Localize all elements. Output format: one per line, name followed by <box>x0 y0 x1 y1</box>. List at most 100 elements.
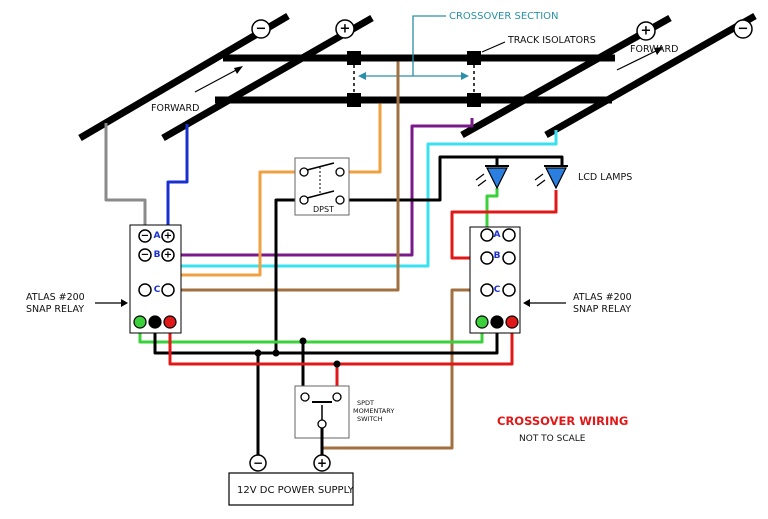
right-relay-b-right <box>502 251 516 265</box>
dpst-contact <box>335 167 345 177</box>
diagram-title-block: CROSSOVER WIRING NOT TO SCALE <box>497 414 628 444</box>
right-minus-circle <box>733 19 753 39</box>
forward-right-arrowhead-icon <box>654 47 663 55</box>
track-rails <box>78 12 757 142</box>
left-relay-a-plus <box>161 229 175 243</box>
junction-dot <box>376 96 384 104</box>
green-wire <box>138 322 484 344</box>
crossover-section-marker: CROSSOVER SECTION <box>358 11 559 80</box>
lcd-lamps-label: LCD LAMPS <box>578 172 632 183</box>
purple-wire <box>168 118 474 257</box>
left-relay-a-minus <box>138 229 152 243</box>
brown-wire-crossover <box>168 58 400 292</box>
left-plus-circle <box>335 19 355 39</box>
spdt-contact-right <box>332 392 342 402</box>
power-supply-plus <box>313 454 331 472</box>
right-relay-red-terminal <box>505 315 519 329</box>
blue-wire <box>166 124 189 232</box>
right-relay-c-right <box>502 283 516 297</box>
left-minus-circle <box>251 19 271 39</box>
spdt-contact-common <box>317 419 327 429</box>
right-relay-c-left <box>480 283 494 297</box>
dpst-contact <box>299 167 309 177</box>
left-relay-pointer-arrowhead <box>121 299 128 307</box>
crossover-leader-line <box>412 15 446 76</box>
red-wire <box>168 322 514 366</box>
dpst-contact <box>299 195 309 205</box>
isolator-lower-left <box>347 93 361 107</box>
diagram-subtitle: NOT TO SCALE <box>519 434 586 444</box>
right-relay-pointer-arrowhead <box>523 299 530 307</box>
junction-dot <box>299 337 307 345</box>
black-wire-dpst-right <box>345 155 564 202</box>
lcd-lamps: LCD LAMPS <box>475 165 632 190</box>
forward-left: FORWARD <box>151 66 243 114</box>
power-supply: 12V DC POWER SUPPLY − + <box>228 454 355 506</box>
right-rail-minus <box>544 12 757 139</box>
crossover-section-label: CROSSOVER SECTION <box>449 11 559 22</box>
isolator-upper-right <box>467 51 481 65</box>
power-supply-minus <box>249 454 267 472</box>
isolator-lower-right <box>467 93 481 107</box>
led-1-ray-2 <box>477 179 487 187</box>
track-isolators-leader <box>481 41 506 53</box>
led-1-icon <box>486 167 508 190</box>
led-2-ray-2 <box>536 179 546 187</box>
left-relay-green-terminal <box>133 315 147 329</box>
track-isolators-label: TRACK ISOLATORS <box>507 35 596 46</box>
track-isolators <box>347 51 481 107</box>
dpst-contact <box>335 195 345 205</box>
left-relay-c-label: C <box>154 285 161 295</box>
right-minus-symbol: − <box>738 22 749 37</box>
left-relay-c-right <box>161 283 175 297</box>
left-relay-red-terminal <box>163 315 177 329</box>
right-relay-c-label: C <box>494 285 501 295</box>
right-relay-b-label: B <box>494 251 501 261</box>
left-snap-relay: − A + − B + C <box>129 224 182 334</box>
left-relay-c-left <box>138 283 152 297</box>
right-relay-b-left <box>480 251 494 265</box>
left-relay-b-plus <box>161 248 175 262</box>
right-plus-circle <box>636 21 656 41</box>
forward-left-label: FORWARD <box>151 103 199 114</box>
dpst-label: DPST <box>313 205 334 214</box>
spdt-momentary-switch: SPDT MOMENTARY SWITCH <box>294 385 394 458</box>
crossover-arrowhead-right <box>461 72 469 80</box>
right-rail-plus <box>460 14 672 139</box>
right-relay-a-right <box>502 228 516 242</box>
left-minus-symbol: − <box>256 22 267 37</box>
junction-dot <box>333 360 341 368</box>
gray-wire <box>104 123 147 232</box>
power-supply-box <box>228 472 354 506</box>
led-2-icon <box>545 167 567 190</box>
spdt-label-line2: MOMENTARY <box>353 407 394 415</box>
forward-left-arrow-icon <box>194 67 241 93</box>
left-rail-plus <box>161 14 374 142</box>
red-wire-led <box>450 190 558 260</box>
dpst-blade-upper <box>306 162 335 171</box>
forward-right: FORWARD <box>616 44 678 71</box>
left-relay-black-terminal <box>148 315 162 329</box>
right-relay-black-terminal <box>490 315 504 329</box>
led-2-ray-1 <box>534 173 544 181</box>
left-relay-a-minus-symbol: − <box>141 231 149 242</box>
junction-dot <box>272 349 280 357</box>
power-supply-plus-symbol: + <box>317 456 327 470</box>
isolator-upper-left <box>347 51 361 65</box>
led-1-ray-1 <box>475 173 485 181</box>
black-wire-dpst-left <box>274 198 298 353</box>
left-relay-label-line2: SNAP RELAY <box>26 304 84 315</box>
left-rail-minus <box>78 12 290 142</box>
left-relay-label-line1: ATLAS #200 <box>26 292 85 303</box>
power-supply-label: 12V DC POWER SUPPLY <box>237 485 355 496</box>
right-relay-body <box>469 226 521 334</box>
forward-left-arrowhead-icon <box>234 66 243 74</box>
orange-wire-upper <box>345 100 382 174</box>
left-relay-b-minus-symbol: − <box>141 250 149 261</box>
forward-right-label: FORWARD <box>630 44 678 55</box>
right-snap-relay: A B C <box>469 226 521 334</box>
right-relay-label-line1: ATLAS #200 <box>573 292 632 303</box>
left-relay-a-label: A <box>154 231 161 241</box>
forward-right-arrow-icon <box>616 48 661 71</box>
left-plus-symbol: + <box>340 22 351 37</box>
